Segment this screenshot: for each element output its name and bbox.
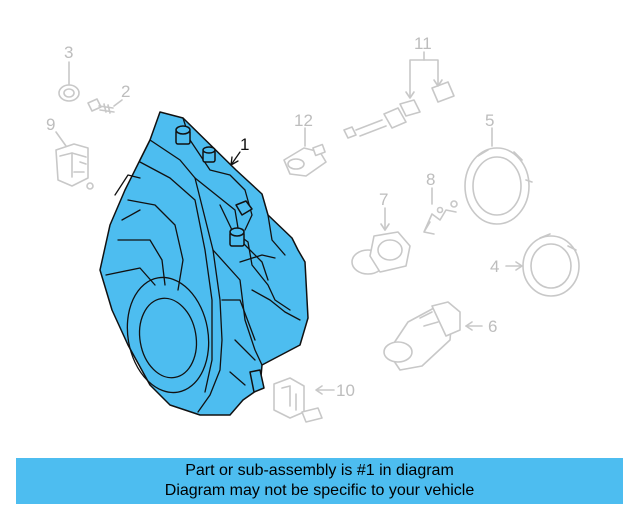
callout-2: 2 [121,82,130,101]
part-3-grommet: 3 [58,43,80,102]
callout-9: 9 [46,115,55,134]
part-6-bulb: 6 [383,301,497,371]
callout-11: 11 [414,34,432,53]
part-5-ring: 5 [464,111,533,225]
part-9-bracket: 9 [46,115,94,190]
callout-6: 6 [488,317,497,336]
callout-4: 4 [490,257,499,276]
part-8-clip: 8 [423,170,458,235]
part-12-socket: 12 [283,111,327,177]
callout-10: 10 [336,381,355,400]
part-10-socket: 10 [273,377,355,423]
part-11-harness: 11 [343,34,455,139]
caption-banner: Part or sub-assembly is #1 in diagram Di… [16,458,623,504]
callout-7: 7 [379,190,388,209]
caption-line-1: Part or sub-assembly is #1 in diagram [185,462,454,479]
part-2-screw: 2 [87,82,130,114]
caption-line-2: Diagram may not be specific to your vehi… [164,482,475,499]
part-1-headlamp-assembly: 1 [99,111,309,416]
callout-3: 3 [64,43,73,62]
callout-1: 1 [240,135,249,154]
parts-diagram: 3 2 9 [46,34,580,423]
part-7-bulb: 7 [351,190,411,275]
callout-8: 8 [426,170,435,189]
callout-12: 12 [294,111,313,130]
part-4-ring: 4 [490,233,580,297]
callout-5: 5 [485,111,494,130]
